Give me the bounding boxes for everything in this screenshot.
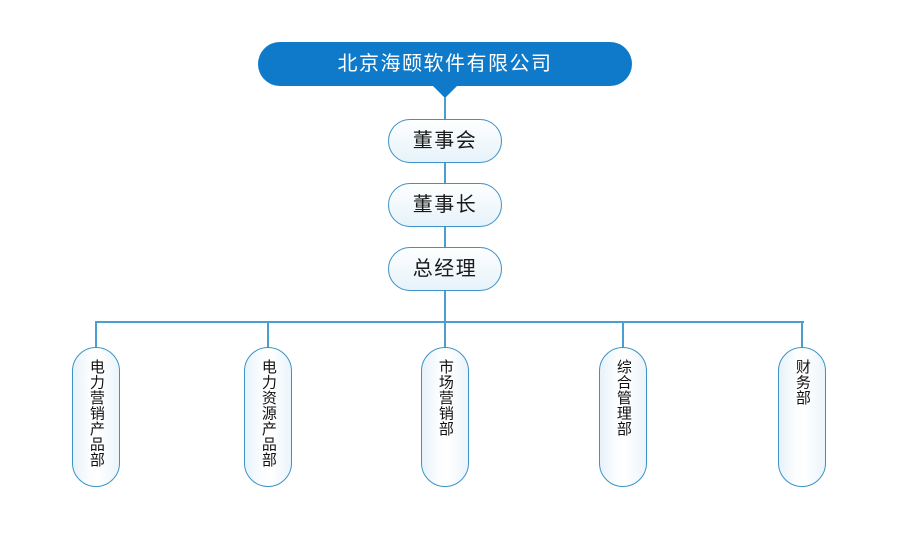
node-general-manager-label: 总经理 (412, 258, 478, 280)
node-department-5-label: 财务部 (793, 359, 811, 406)
connector-gm-to-bus (444, 291, 446, 322)
node-department-2[interactable]: 电力资源产品部 (244, 347, 292, 487)
connector-bus-to-dept-1 (95, 321, 97, 348)
node-board-of-directors[interactable]: 董事会 (388, 119, 502, 163)
node-department-5[interactable]: 财务部 (778, 347, 826, 487)
node-department-1[interactable]: 电力营销产品部 (72, 347, 120, 487)
connector-bus-to-dept-3 (444, 321, 446, 348)
connector-bus-to-dept-4 (622, 321, 624, 348)
node-board-of-directors-label: 董事会 (412, 130, 478, 152)
company-label: 北京海颐软件有限公司 (337, 53, 553, 75)
node-department-2-label: 电力资源产品部 (259, 359, 277, 468)
node-department-1-label: 电力营销产品部 (87, 359, 105, 468)
node-chairman[interactable]: 董事长 (388, 183, 502, 227)
node-department-4[interactable]: 综合管理部 (599, 347, 647, 487)
node-general-manager[interactable]: 总经理 (388, 247, 502, 291)
company-node[interactable]: 北京海颐软件有限公司 (258, 42, 632, 86)
connector-board-to-chairman (444, 163, 446, 183)
connector-bus-to-dept-2 (267, 321, 269, 348)
connector-company-to-board (444, 97, 446, 119)
connector-department-bus (96, 321, 804, 323)
node-department-3[interactable]: 市场营销部 (421, 347, 469, 487)
company-tail-arrow (432, 85, 458, 98)
node-chairman-label: 董事长 (412, 194, 478, 216)
connector-bus-to-dept-5 (801, 321, 803, 348)
node-department-3-label: 市场营销部 (436, 359, 454, 437)
node-department-4-label: 综合管理部 (614, 359, 632, 437)
connector-chairman-to-gm (444, 227, 446, 247)
